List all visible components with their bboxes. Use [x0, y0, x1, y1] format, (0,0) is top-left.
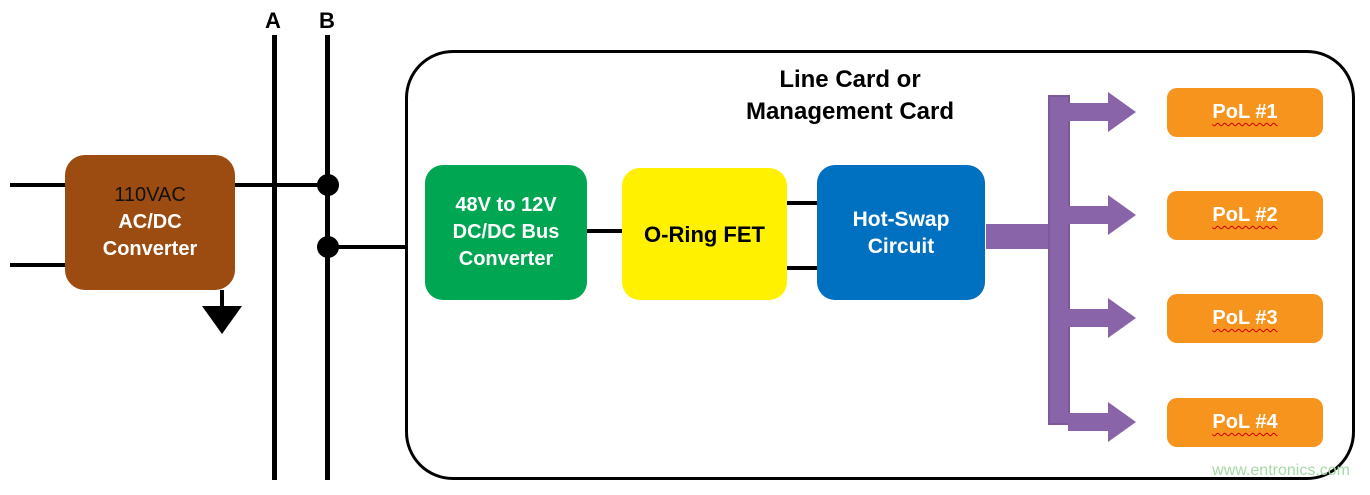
- ground-symbol-icon: [202, 306, 242, 334]
- watermark-text: www.entronics.com: [1212, 462, 1350, 479]
- distribution-bar: [1048, 95, 1070, 425]
- bus-b-connection-dot-bottom: [317, 236, 339, 258]
- card-title-line1: Line Card or: [779, 66, 921, 93]
- arrow-head: [1108, 92, 1136, 132]
- card-title: Line Card or Management Card: [650, 64, 1050, 128]
- oring-fet-label: O-Ring FET: [644, 221, 765, 247]
- oring-fet-box: O-Ring FET: [622, 168, 787, 300]
- acdc-label-line2: AC/DC: [118, 211, 182, 233]
- acdc-input-wire-top: [10, 183, 65, 187]
- arrow-shaft: [1068, 309, 1108, 327]
- pol-box-3: PoL #3: [1167, 294, 1323, 343]
- arrow-to-pol3-icon: [1068, 298, 1136, 338]
- pol-box-1: PoL #1: [1167, 88, 1323, 137]
- pol-label-3: PoL #3: [1212, 307, 1278, 329]
- dcdc-label-line1: 48V to 12V: [455, 194, 557, 216]
- arrow-head: [1108, 298, 1136, 338]
- acdc-voltage-label: 110VAC: [114, 184, 186, 206]
- arrow-shaft: [1068, 103, 1108, 121]
- acdc-converter-box: 110VAC AC/DC Converter: [65, 155, 235, 290]
- hotswap-to-bar-connector: [986, 224, 1050, 249]
- card-title-line2: Management Card: [745, 98, 955, 125]
- pol-box-2: PoL #2: [1167, 191, 1323, 240]
- arrow-shaft: [1068, 206, 1108, 224]
- bus-b-label: B: [319, 8, 335, 33]
- bus-a-label: A: [265, 8, 281, 33]
- arrow-head: [1108, 195, 1136, 235]
- arrow-to-pol4-icon: [1068, 402, 1136, 442]
- oring-to-hotswap-wire-bottom: [787, 266, 817, 270]
- acdc-input-wire-bottom: [10, 263, 65, 267]
- bus-to-card-wire: [330, 245, 426, 249]
- pol-label-4: PoL #4: [1212, 411, 1278, 433]
- hot-swap-label-line1: Hot-Swap: [852, 207, 950, 231]
- arrow-head: [1108, 402, 1136, 442]
- dcdc-to-oring-wire: [587, 229, 622, 233]
- acdc-label-line3: Converter: [102, 238, 198, 260]
- arrow-shaft: [1068, 413, 1108, 431]
- pol-label-2: PoL #2: [1212, 204, 1278, 226]
- acdc-output-wire: [235, 183, 328, 187]
- oring-to-hotswap-wire-top: [787, 201, 817, 205]
- arrow-to-pol1-icon: [1068, 92, 1136, 132]
- pol-label-1: PoL #1: [1212, 101, 1278, 123]
- ground-stem: [220, 290, 224, 308]
- hot-swap-label-line2: Circuit: [867, 234, 935, 258]
- bus-b-connection-dot-top: [317, 174, 339, 196]
- dcdc-label-line3: Converter: [458, 248, 554, 270]
- hot-swap-circuit-box: Hot-Swap Circuit: [817, 165, 985, 300]
- arrow-to-pol2-icon: [1068, 195, 1136, 235]
- dcdc-bus-converter-box: 48V to 12V DC/DC Bus Converter: [425, 165, 587, 300]
- pol-box-4: PoL #4: [1167, 398, 1323, 447]
- bus-a-line: [272, 35, 277, 480]
- dcdc-label-line2: DC/DC Bus: [452, 221, 560, 243]
